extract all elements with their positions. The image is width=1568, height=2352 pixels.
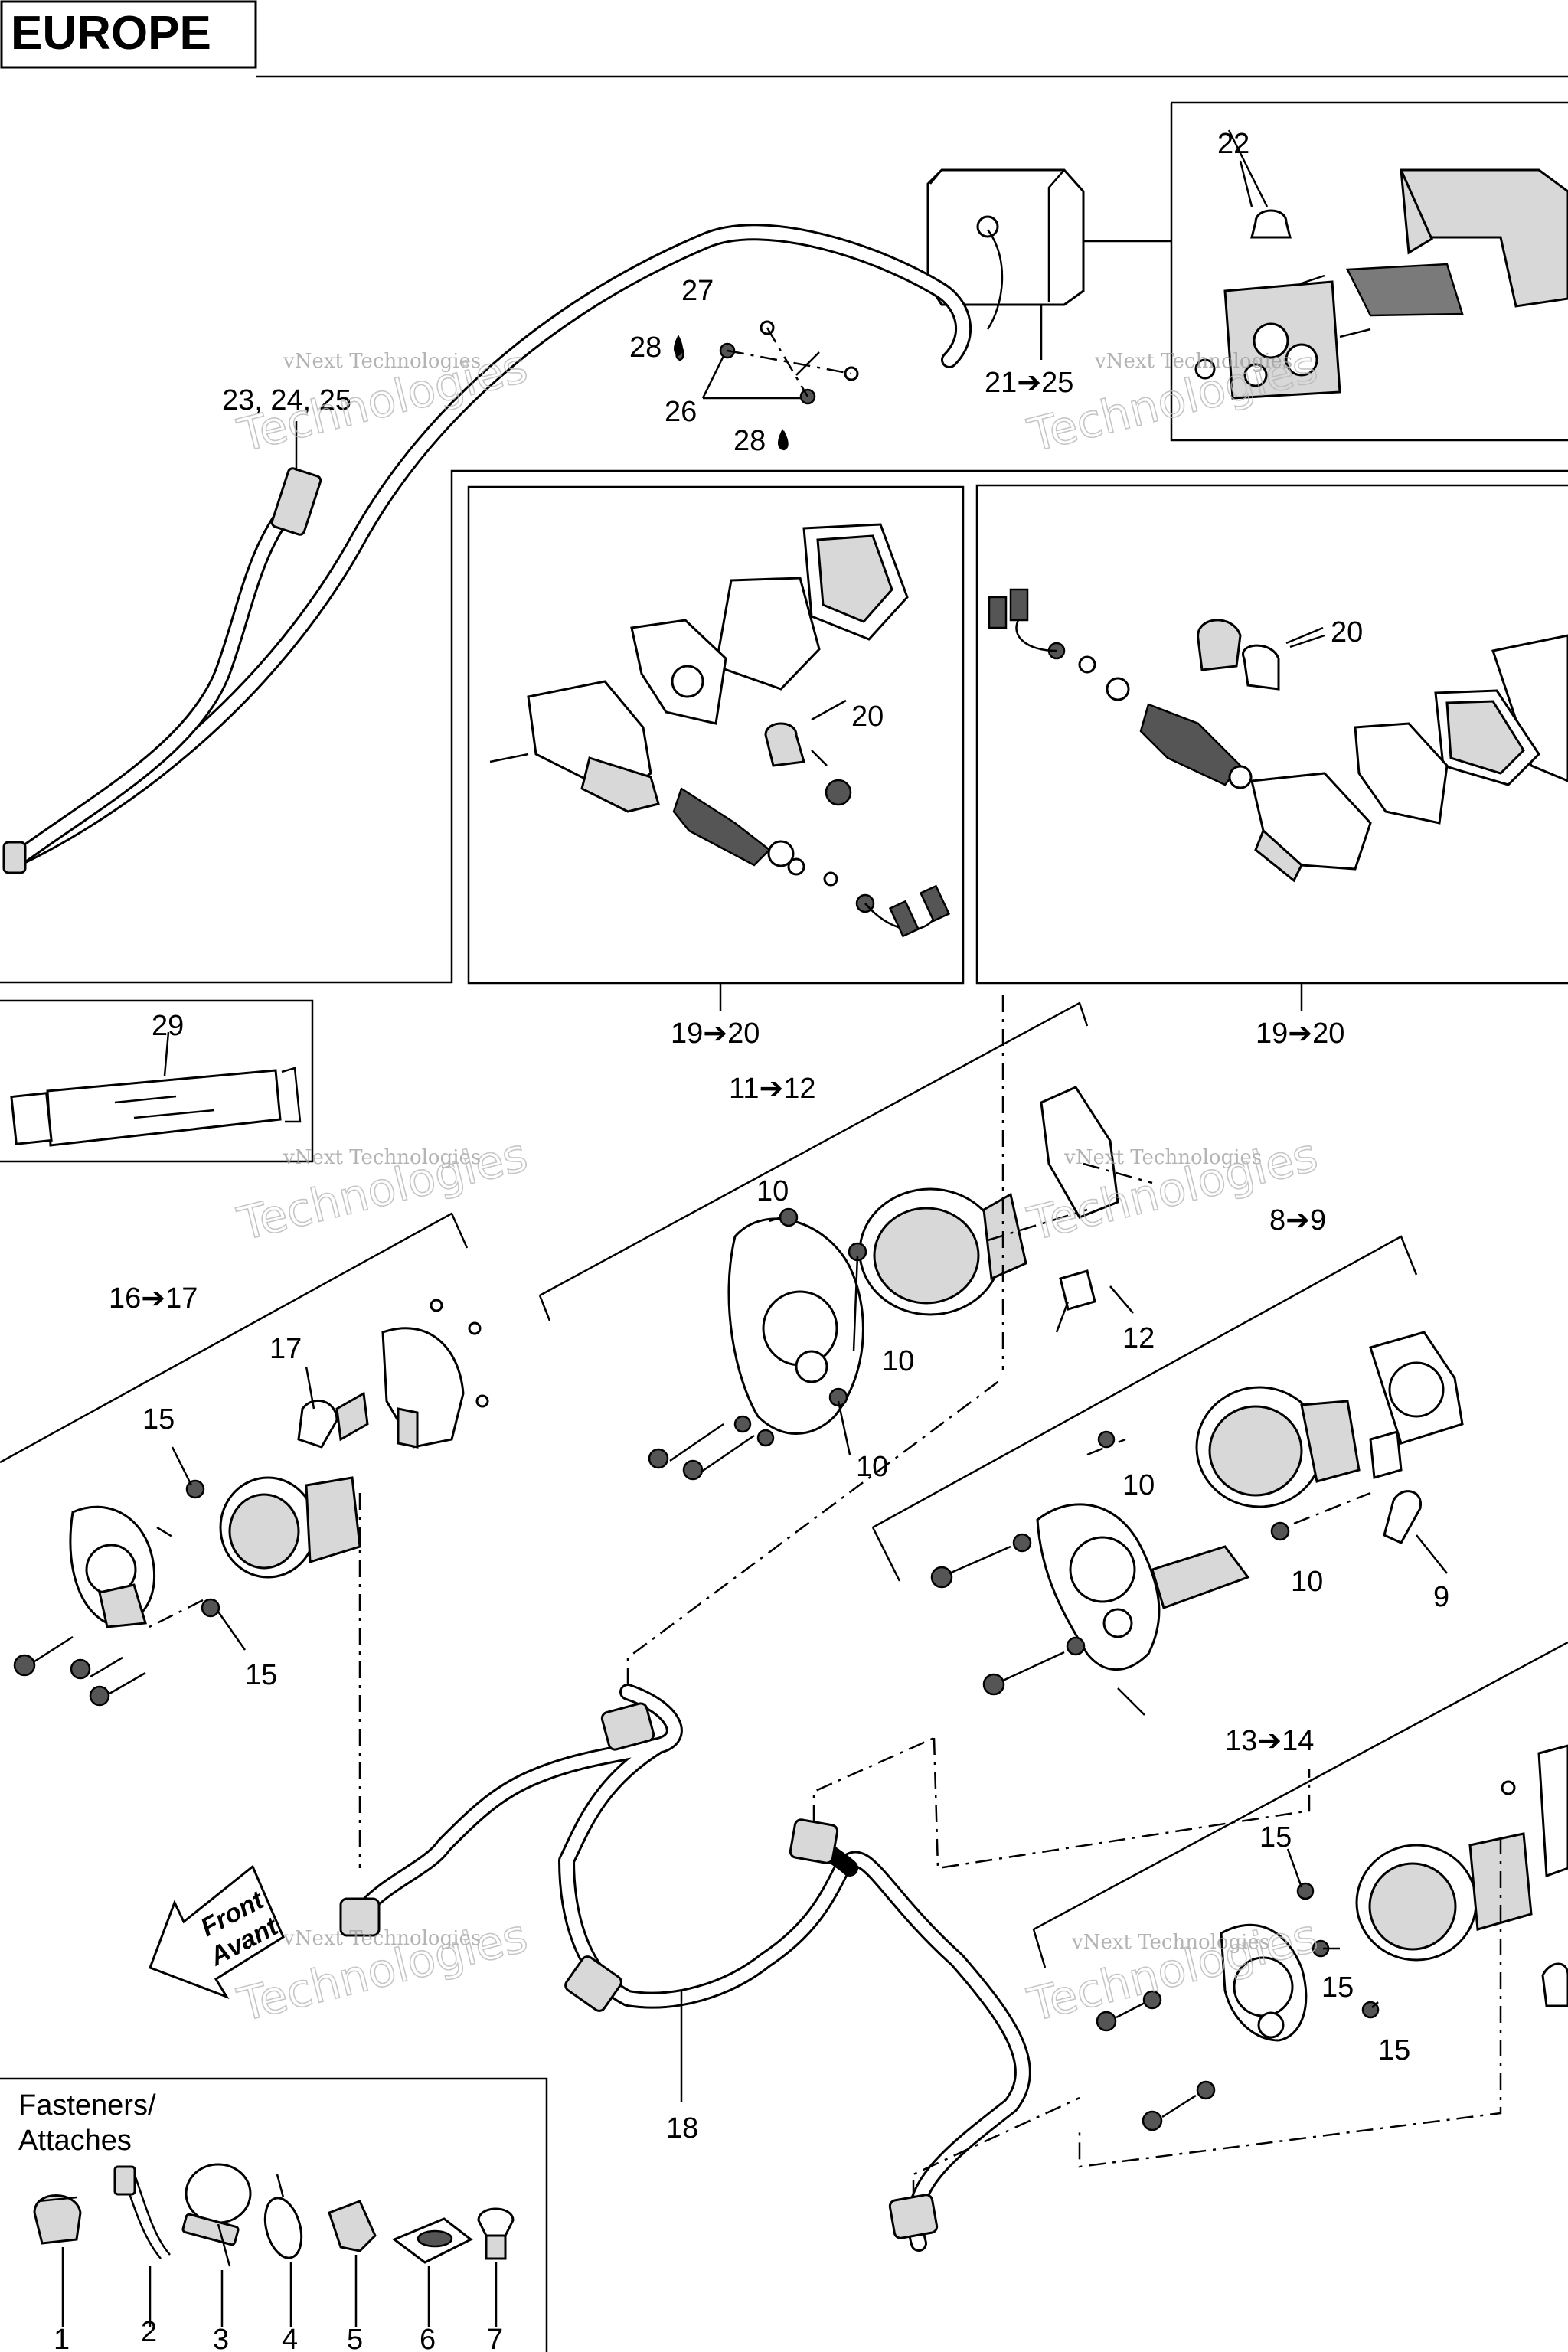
drop-icons	[674, 335, 787, 450]
leader-lines	[171, 160, 1448, 2008]
watermark-6: vNext Technologies	[1071, 1931, 1269, 1954]
callout-20-right: 20	[1331, 616, 1363, 648]
headlight-16-17	[0, 1212, 489, 1868]
drop-icon	[674, 335, 683, 356]
fasteners-title: Fasteners/	[18, 2089, 156, 2122]
fastener-label-1: 1	[54, 2324, 70, 2352]
callout-28a: 28	[629, 332, 662, 364]
callout-22: 22	[1217, 128, 1250, 160]
callout-27: 27	[681, 275, 714, 307]
callouts: 22 27 28 26 28 21➔25 23, 24, 25 20 20 19…	[109, 128, 1449, 2145]
callout-8-9: 8➔9	[1269, 1204, 1326, 1236]
page-title: EUROPE	[11, 7, 211, 60]
watermark-4: vNext Technologies	[1063, 1146, 1262, 1169]
front-harness	[339, 1377, 1080, 2252]
headlight-13-14	[933, 1641, 1568, 2168]
watermark-1: vNext Technologies	[283, 350, 481, 373]
fastener-label-5: 5	[347, 2324, 363, 2352]
headlight-11-12	[538, 995, 1153, 1481]
fastener-label-7: 7	[487, 2324, 503, 2352]
fastener-label-3: 3	[213, 2324, 229, 2352]
turn-signal-right	[988, 588, 1568, 883]
callout-18: 18	[666, 2112, 698, 2145]
callout-15e: 15	[1378, 2034, 1410, 2066]
watermark-5: vNext Technologies	[283, 1927, 481, 1950]
callout-15d: 15	[1321, 1971, 1354, 2004]
headlight-8-9	[871, 1235, 1464, 1696]
fastener-label-2: 2	[141, 2316, 157, 2348]
callout-26: 26	[665, 396, 697, 428]
callout-9: 9	[1433, 1581, 1449, 1613]
callout-19-20-left: 19➔20	[671, 1018, 760, 1050]
callout-15a: 15	[142, 1403, 175, 1436]
watermarks: vNext Technologies Technologies vNext Te…	[232, 339, 1323, 2034]
callout-20-left: 20	[851, 701, 884, 733]
turn-signal-left	[489, 523, 951, 938]
callout-16-17: 16➔17	[109, 1282, 198, 1315]
callout-19-20-right: 19➔20	[1256, 1018, 1344, 1050]
watermark-3: vNext Technologies	[283, 1146, 481, 1169]
callout-11-12: 11➔12	[729, 1073, 816, 1105]
bracket-19-20	[719, 984, 1303, 1011]
callout-10c: 10	[856, 1451, 888, 1483]
drop-icon	[778, 429, 787, 450]
attaches-title: Attaches	[18, 2125, 132, 2157]
fastener-label-6: 6	[420, 2324, 436, 2352]
callout-10a: 10	[756, 1175, 789, 1207]
callout-12: 12	[1122, 1322, 1155, 1354]
callout-10d: 10	[1122, 1469, 1155, 1501]
fastener-group	[675, 320, 859, 451]
callout-10b: 10	[882, 1345, 914, 1377]
frames	[0, 101, 1568, 2352]
callout-15c: 15	[1259, 1821, 1292, 1854]
header: EUROPE	[0, 0, 1568, 78]
watermark-2: vNext Technologies	[1094, 350, 1292, 373]
callout-17: 17	[270, 1333, 302, 1365]
adhesive-tube	[10, 1031, 302, 1147]
callout-15b: 15	[245, 1659, 277, 1691]
callout-13-14: 13➔14	[1225, 1725, 1314, 1757]
callout-21-25: 21➔25	[985, 367, 1073, 399]
tail-light-assembly	[926, 129, 1568, 400]
rear-harness	[2, 224, 972, 874]
callout-28b: 28	[733, 425, 766, 457]
callout-29: 29	[152, 1010, 184, 1042]
fasteners-box: Fasteners/ Attaches 1 2 3 4 5	[18, 2089, 514, 2352]
fastener-label-4: 4	[282, 2324, 298, 2352]
callout-23-24-25: 23, 24, 25	[222, 384, 351, 416]
callout-10e: 10	[1291, 1566, 1323, 1598]
